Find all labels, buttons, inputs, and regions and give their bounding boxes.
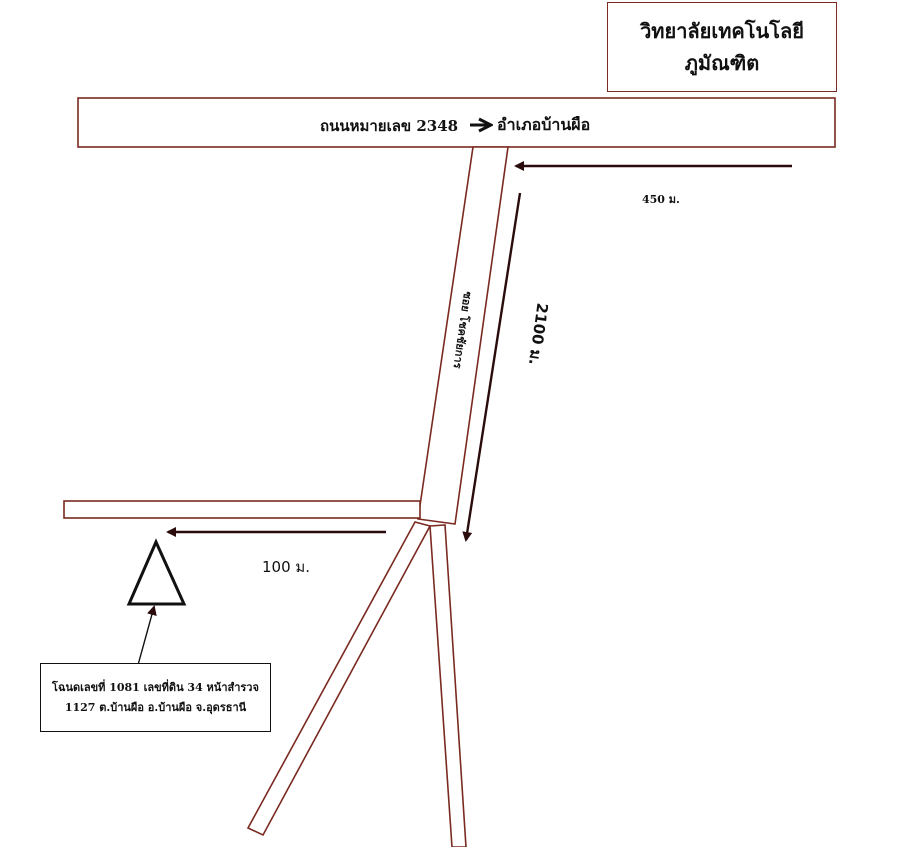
distance-450m: 450 ม. <box>642 193 680 206</box>
southwest-road <box>246 521 432 837</box>
main-road-direction: อำเภอบ้านผือ <box>497 115 591 134</box>
main-road-label: ถนนหมายเลข 2348 <box>320 117 459 135</box>
deed-pointer <box>137 605 157 666</box>
main-road <box>77 97 836 148</box>
college-name-line2: ภูมัณฑิต <box>684 51 760 75</box>
distance-100m: 100 ม. <box>262 558 311 576</box>
deed-line1: โฉนดเลขที่ 1081 เลขที่ดิน 34 หน้าสำรวจ <box>52 680 259 694</box>
soi-road <box>417 146 509 525</box>
deed-box: โฉนดเลขที่ 1081 เลขที่ดิน 34 หน้าสำรวจ 1… <box>40 663 271 732</box>
south-road <box>429 524 467 847</box>
college-box: วิทยาลัยเทคโนโลยี ภูมัณฑิต <box>607 2 837 92</box>
deed-line2: 1127 ต.บ้านผือ อ.บ้านผือ จ.อุดรธานี <box>64 700 247 714</box>
arrow-2100m <box>462 192 522 542</box>
college-name-line1: วิทยาลัยเทคโนโลยี <box>640 19 804 43</box>
west-road <box>63 500 421 519</box>
location-marker-icon <box>126 538 187 606</box>
